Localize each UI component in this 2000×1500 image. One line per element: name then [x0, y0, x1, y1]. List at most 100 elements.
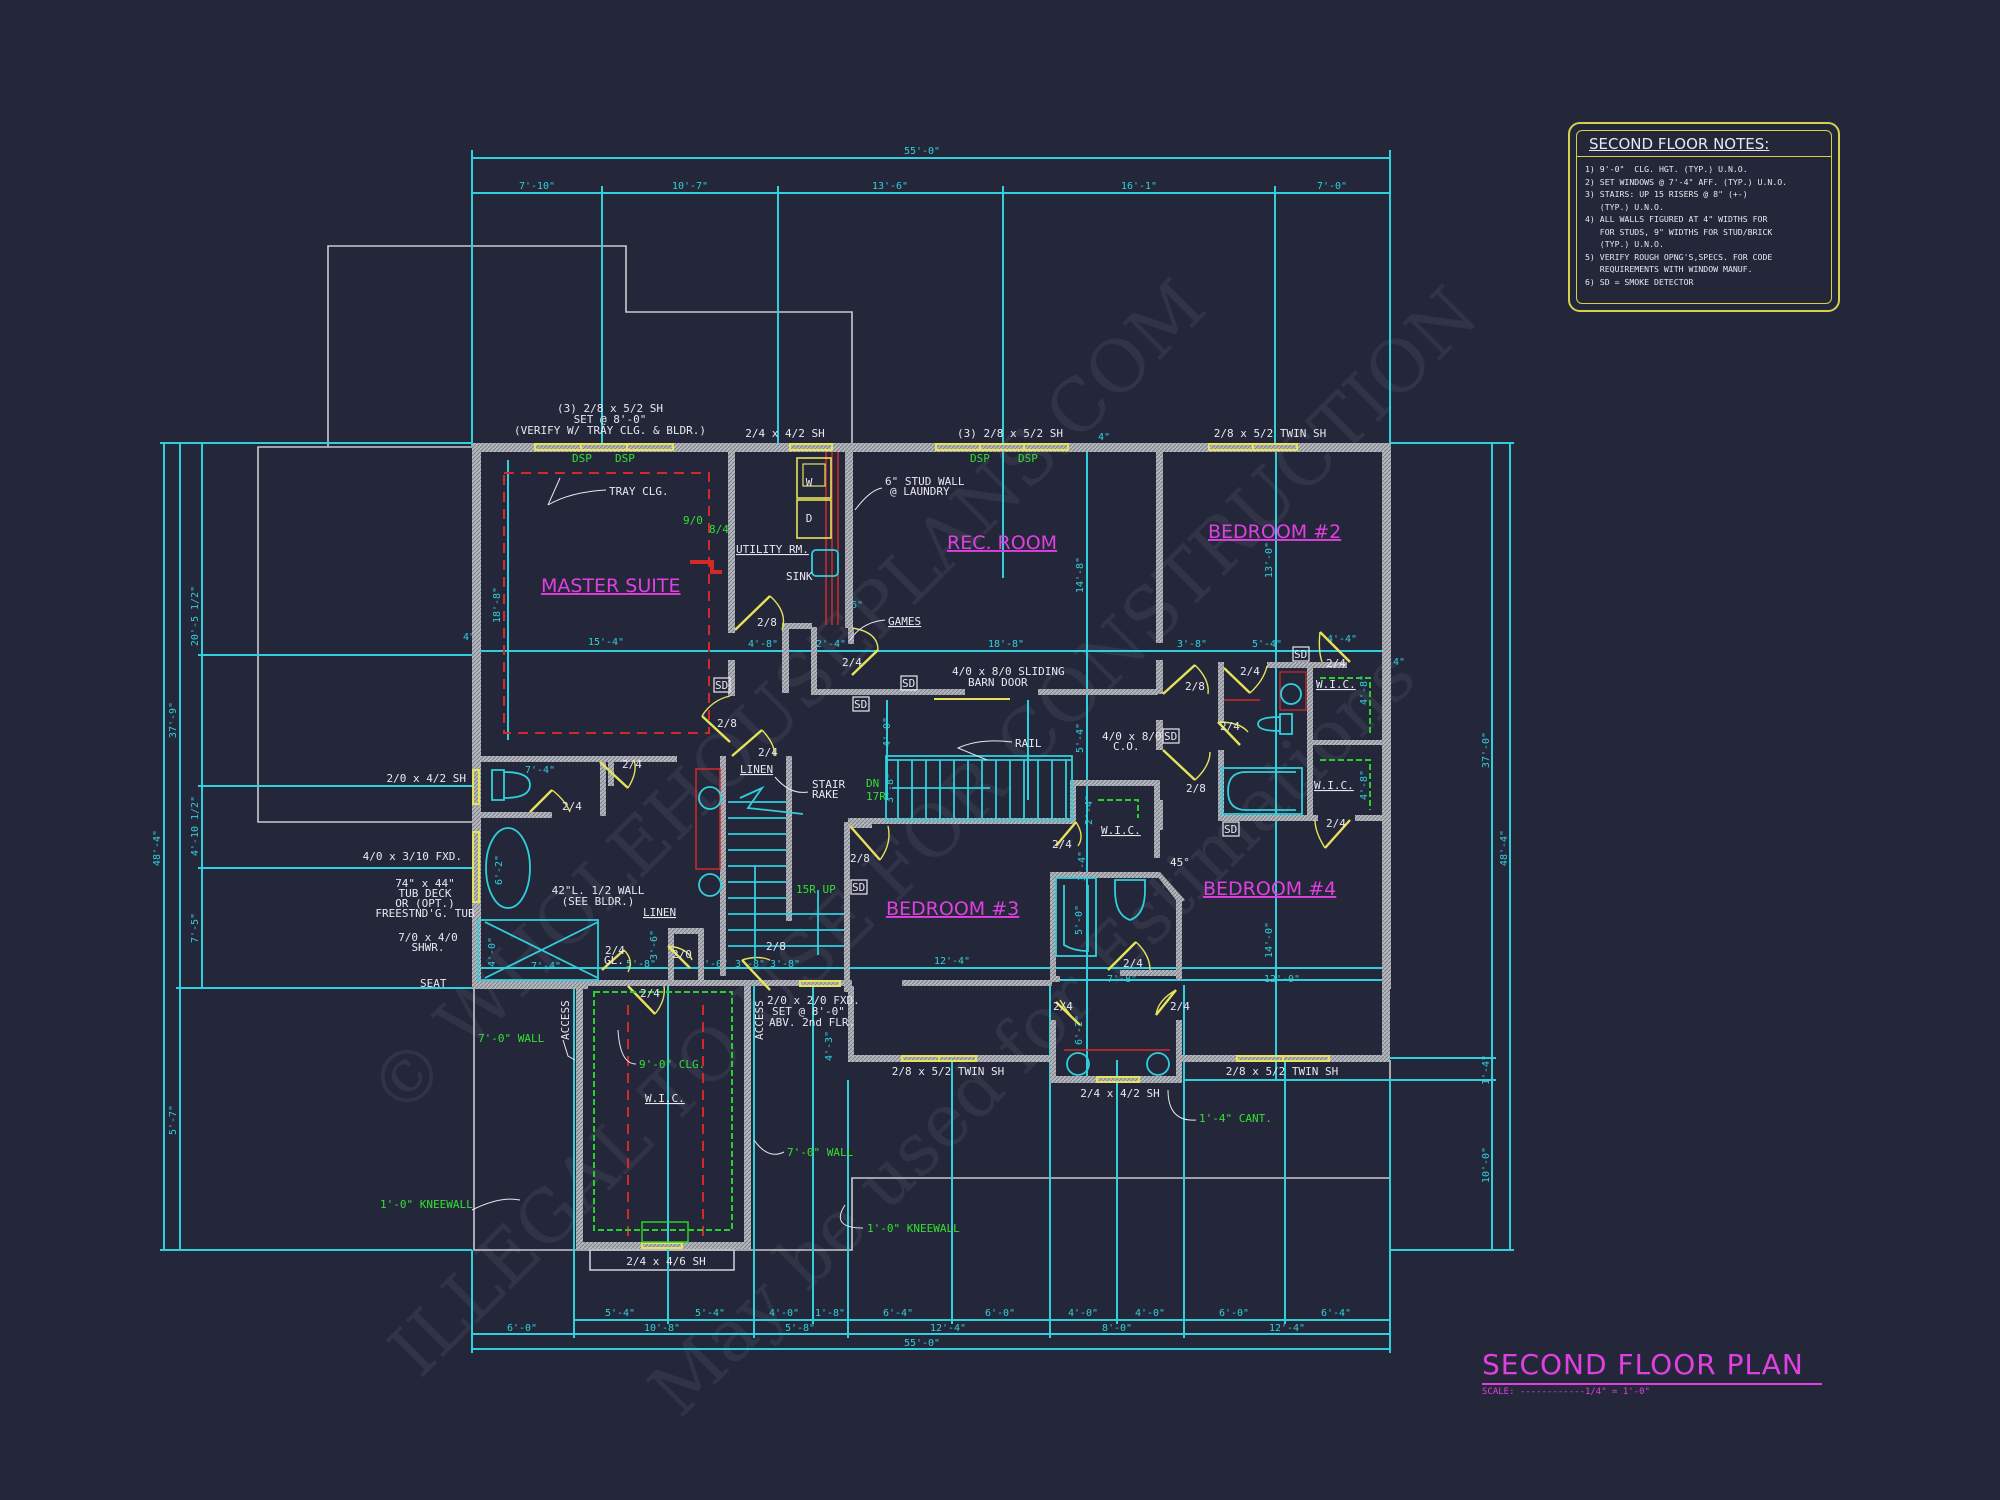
- svg-text:9'-0" CLG.: 9'-0" CLG.: [639, 1058, 705, 1071]
- svg-text:6'-2": 6'-2": [1074, 1015, 1085, 1045]
- svg-text:W.I.C.: W.I.C.: [1101, 824, 1141, 837]
- door-labels: 2/8 2/8 2/4 2/4 2/4 2/4 2/8 2/4 2/4 2/8 …: [562, 616, 1346, 1013]
- svg-text:SD: SD: [902, 677, 915, 690]
- svg-text:18'-8": 18'-8": [492, 587, 503, 623]
- svg-text:2/8 x 5/2 TWIN SH: 2/8 x 5/2 TWIN SH: [892, 1065, 1005, 1078]
- svg-text:DSP: DSP: [615, 452, 635, 465]
- svg-text:4/0 x 3/10 FXD.: 4/0 x 3/10 FXD.: [363, 850, 462, 863]
- ceiling-lines: [503, 452, 1371, 1243]
- note-item: (TYP.) U.N.O.: [1585, 239, 1664, 249]
- svg-text:D: D: [806, 512, 813, 525]
- svg-text:7'-0" WALL: 7'-0" WALL: [787, 1146, 854, 1159]
- svg-text:37'-9": 37'-9": [168, 702, 179, 738]
- svg-text:2'-4": 2'-4": [1084, 795, 1095, 825]
- svg-text:20'-5 1/2": 20'-5 1/2": [190, 586, 201, 646]
- svg-text:TRAY CLG.: TRAY CLG.: [609, 485, 669, 498]
- svg-text:2/8: 2/8: [1185, 680, 1205, 693]
- svg-text:3'-8": 3'-8": [735, 959, 765, 970]
- svg-text:DN: DN: [866, 777, 879, 790]
- svg-text:2/8: 2/8: [1186, 782, 1206, 795]
- svg-text:4'-0": 4'-0": [1068, 1308, 1098, 1319]
- svg-text:2/4: 2/4: [1053, 1000, 1073, 1013]
- svg-text:12'-4": 12'-4": [930, 1323, 966, 1334]
- svg-text:SD: SD: [1294, 648, 1307, 661]
- svg-text:GAMES: GAMES: [888, 615, 921, 628]
- svg-text:2/4: 2/4: [1220, 720, 1240, 733]
- plan-title: SECOND FLOOR PLAN: [1482, 1348, 1822, 1385]
- svg-text:TUB DECK: TUB DECK: [399, 887, 452, 900]
- note-item: 3) STAIRS: UP 15 RISERS @ 8" (+-): [1585, 189, 1748, 199]
- svg-text:2/4: 2/4: [1326, 817, 1346, 830]
- svg-text:LINEN: LINEN: [643, 906, 676, 919]
- walls: [472, 443, 1391, 1249]
- svg-text:6'-2": 6'-2": [494, 855, 505, 885]
- svg-text:3'-6": 3'-6": [649, 930, 660, 960]
- svg-text:BARN DOOR: BARN DOOR: [968, 676, 1028, 689]
- svg-text:DSP: DSP: [970, 452, 990, 465]
- svg-text:5'-8": 5'-8": [785, 1323, 815, 1334]
- note-item: 5) VERIFY ROUGH OPNG'S,SPECS. FOR CODE: [1585, 251, 1773, 262]
- svg-text:2/8 x 5/2 TWIN SH: 2/8 x 5/2 TWIN SH: [1226, 1065, 1339, 1078]
- svg-text:4/0 x 8/0: 4/0 x 8/0: [1102, 730, 1162, 743]
- svg-text:5'-7": 5'-7": [168, 1105, 179, 1135]
- svg-text:13'-6": 13'-6": [872, 181, 908, 192]
- svg-text:ABV. 2nd FLR.: ABV. 2nd FLR.: [769, 1016, 855, 1029]
- svg-text:2/4: 2/4: [622, 758, 642, 771]
- svg-text:2/4: 2/4: [1240, 665, 1260, 678]
- stair-treads: [728, 755, 1073, 960]
- note-item: FOR STUDS, 9" WIDTHS FOR STUD/BRICK: [1585, 226, 1773, 237]
- svg-text:W.I.C.: W.I.C.: [645, 1092, 685, 1105]
- svg-text:ACCESS: ACCESS: [753, 1000, 766, 1040]
- svg-text:3'-8": 3'-8": [1177, 639, 1207, 650]
- svg-text:2/4: 2/4: [1052, 838, 1072, 851]
- svg-text:2/4: 2/4: [1123, 957, 1143, 970]
- note-item: 1) 9'-0" CLG. HGT. (TYP.) U.N.O.: [1585, 164, 1748, 174]
- svg-text:OR (OPT.): OR (OPT.): [395, 897, 455, 910]
- svg-text:7'-0": 7'-0": [1317, 181, 1347, 192]
- svg-text:55'-0": 55'-0": [904, 146, 940, 157]
- svg-text:8/4: 8/4: [709, 523, 729, 536]
- svg-text:15R UP: 15R UP: [796, 883, 836, 896]
- svg-text:SINK: SINK: [786, 570, 813, 583]
- svg-text:1'-0" KNEEWALL: 1'-0" KNEEWALL: [867, 1222, 960, 1235]
- svg-text:2/0: 2/0: [672, 948, 692, 961]
- svg-text:6'-4": 6'-4": [883, 1308, 913, 1319]
- svg-text:C.O.: C.O.: [1113, 740, 1140, 753]
- svg-text:9/0: 9/0: [683, 514, 703, 527]
- svg-text:4'-0": 4'-0": [487, 937, 498, 967]
- svg-text:16'-1": 16'-1": [1121, 181, 1157, 192]
- svg-text:2/8 x 5/2 TWIN SH: 2/8 x 5/2 TWIN SH: [1214, 427, 1327, 440]
- svg-text:1'-4": 1'-4": [1481, 1055, 1492, 1085]
- second-floor-notes: SECOND FLOOR NOTES: 1) 9'-0" CLG. HGT. (…: [1568, 122, 1840, 312]
- svg-text:4": 4": [1393, 657, 1405, 668]
- svg-text:LINEN: LINEN: [740, 763, 773, 776]
- svg-text:2/8: 2/8: [850, 852, 870, 865]
- note-item: 2) SET WINDOWS @ 7'-4" AFF. (TYP.) U.N.O…: [1585, 176, 1788, 187]
- svg-text:6'-0": 6'-0": [985, 1308, 1015, 1319]
- svg-text:W.I.C.: W.I.C.: [1314, 779, 1354, 792]
- svg-text:UTILITY RM.: UTILITY RM.: [736, 543, 809, 556]
- svg-text:FREESTND'G. TUB: FREESTND'G. TUB: [375, 907, 475, 920]
- svg-text:2/4: 2/4: [640, 987, 660, 1000]
- top-dimensions: 55'-0" 7'-10" 10'-7" 13'-6" 16'-1" 7'-0": [471, 146, 1391, 578]
- svg-text:5'-4": 5'-4": [1252, 639, 1282, 650]
- svg-text:48'-4": 48'-4": [152, 830, 163, 866]
- svg-text:2/4: 2/4: [1170, 1000, 1190, 1013]
- svg-text:7'-0" WALL: 7'-0" WALL: [478, 1032, 545, 1045]
- svg-text:48'-4": 48'-4": [1499, 830, 1510, 866]
- svg-text:42"L. 1/2 WALL: 42"L. 1/2 WALL: [552, 884, 645, 897]
- smoke-detectors: SD SD SD SD SD SD SD: [713, 646, 1310, 895]
- svg-text:@ LAUNDRY: @ LAUNDRY: [890, 485, 950, 498]
- bottom-dimensions: 5'-4" 5'-4" 4'-0" 1'-8" 6'-4" 6'-0" 4'-0…: [471, 985, 1391, 1353]
- svg-text:17R: 17R: [866, 790, 886, 803]
- svg-text:74" x 44": 74" x 44": [395, 877, 455, 890]
- svg-text:14'-8": 14'-8": [1075, 557, 1086, 593]
- svg-text:W: W: [806, 476, 813, 489]
- svg-text:2'-0": 2'-0": [698, 959, 728, 970]
- notes-title: SECOND FLOOR NOTES:: [1577, 131, 1831, 157]
- room-bedroom-2: BEDROOM #2: [1208, 521, 1341, 543]
- svg-text:ACCESS: ACCESS: [559, 1000, 572, 1040]
- svg-text:55'-0": 55'-0": [904, 1338, 940, 1349]
- plan-title-block: SECOND FLOOR PLAN SCALE: ------------1/4…: [1482, 1348, 1822, 1397]
- svg-text:5'-0": 5'-0": [1074, 905, 1085, 935]
